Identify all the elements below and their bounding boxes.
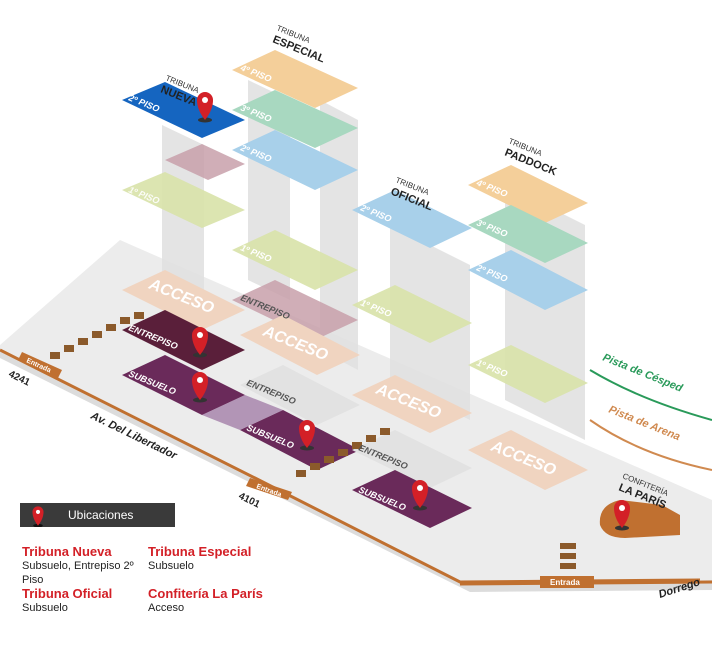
oficial-entrepiso[interactable] [352,430,472,488]
paddock-4-piso[interactable] [468,165,588,223]
pin-oficial-subsuelo[interactable] [412,480,428,511]
entrada-steps-center [296,428,390,477]
nueva-entrepiso[interactable] [122,310,245,370]
legend-list: Tribuna Nueva Subsuelo, Entrepiso 2º Pis… [22,544,322,634]
legend-title: Ubicaciones [68,508,134,522]
oficial-1-piso[interactable] [352,285,472,343]
tribuna-paddock[interactable] [468,165,588,490]
tribuna-especial[interactable] [202,50,360,470]
legend-header: Ubicaciones [20,503,175,527]
location-pin-icon [32,506,44,527]
tribuna-oficial[interactable] [352,190,472,528]
num-4101-label: 4101 [237,491,262,511]
nueva-1-piso[interactable] [122,172,245,228]
oficial-2-piso[interactable] [352,190,472,248]
pista-arena-line [589,419,712,471]
nueva-mid-slab [165,144,245,180]
especial-entrepiso-upper [232,280,358,340]
especial-3-piso[interactable] [232,90,358,148]
legend-item-desc: Acceso [148,602,185,614]
paddock-2-piso[interactable] [468,250,588,310]
entrada-tag-right: Entrada [540,576,594,588]
pista-cesped-label: Pista de Césped [601,352,685,395]
pin-nueva-subsuelo[interactable] [192,372,208,403]
entrada-steps-left [50,312,144,359]
pin-especial-subsuelo[interactable] [299,420,315,451]
pista-cesped-line [589,369,712,421]
nueva-acceso[interactable] [122,270,245,330]
legend-item-desc: Subsuelo [148,560,194,572]
especial-connector [202,395,283,430]
tribuna-nueva[interactable] [122,82,245,415]
entrada-steps-right [560,543,576,569]
pin-confiteria[interactable] [614,500,630,531]
paddock-3-piso[interactable] [468,205,588,263]
especial-1-piso[interactable] [232,230,358,290]
legend-item-confiteria[interactable]: Confitería La París Acceso [148,586,308,615]
especial-subsuelo[interactable] [240,410,360,470]
nueva-subsuelo[interactable] [122,355,245,415]
paddock-1-piso[interactable] [468,345,588,403]
pin-nueva-entrepiso[interactable] [192,327,208,358]
especial-2-piso[interactable] [232,130,358,190]
legend-item-title: Tribuna Oficial [22,586,113,601]
legend-item-title: Confitería La París [148,586,263,601]
legend-item-desc: Subsuelo, Entrepiso 2º Piso [22,560,134,586]
legend-item-tribuna-nueva[interactable]: Tribuna Nueva Subsuelo, Entrepiso 2º Pis… [22,544,152,587]
legend-item-desc: Subsuelo [22,602,68,614]
legend-item-tribuna-especial[interactable]: Tribuna Especial Subsuelo [148,544,278,573]
paddock-acceso[interactable] [468,430,588,490]
legend-item-title: Tribuna Nueva [22,544,112,559]
legend-item-tribuna-oficial[interactable]: Tribuna Oficial Subsuelo [22,586,152,615]
especial-entrepiso[interactable] [240,365,360,425]
oficial-subsuelo[interactable] [352,470,472,528]
nueva-2-piso[interactable] [122,82,245,138]
legend-item-title: Tribuna Especial [148,544,252,559]
entrada-label-right: Entrada [550,578,580,587]
especial-4-piso[interactable] [232,50,358,108]
especial-acceso[interactable] [240,315,360,375]
oficial-acceso[interactable] [352,375,472,433]
pin-nueva-2-piso[interactable] [197,92,213,123]
